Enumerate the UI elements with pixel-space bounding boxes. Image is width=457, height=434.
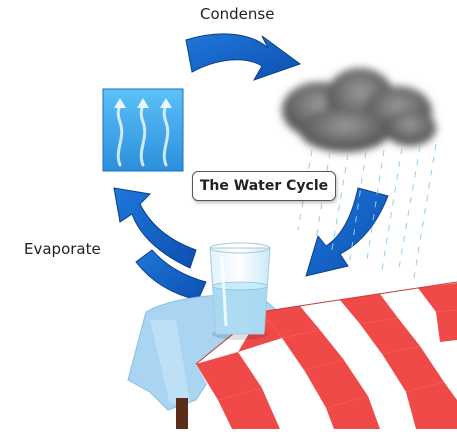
rain-cloud-icon bbox=[282, 68, 437, 279]
vapor-square-icon bbox=[102, 88, 184, 172]
condense-label: Condense bbox=[200, 5, 275, 23]
evaporate-label: Evaporate bbox=[24, 240, 101, 258]
curved-arrow-icon bbox=[185, 33, 302, 81]
glass-of-water-icon bbox=[209, 242, 271, 340]
diagram-title-box: The Water Cycle bbox=[192, 171, 336, 201]
checkered-table-icon bbox=[127, 281, 457, 429]
curved-arrow-icon bbox=[113, 187, 207, 301]
diagram-title: The Water Cycle bbox=[199, 178, 329, 194]
curved-arrow-icon bbox=[305, 187, 389, 277]
